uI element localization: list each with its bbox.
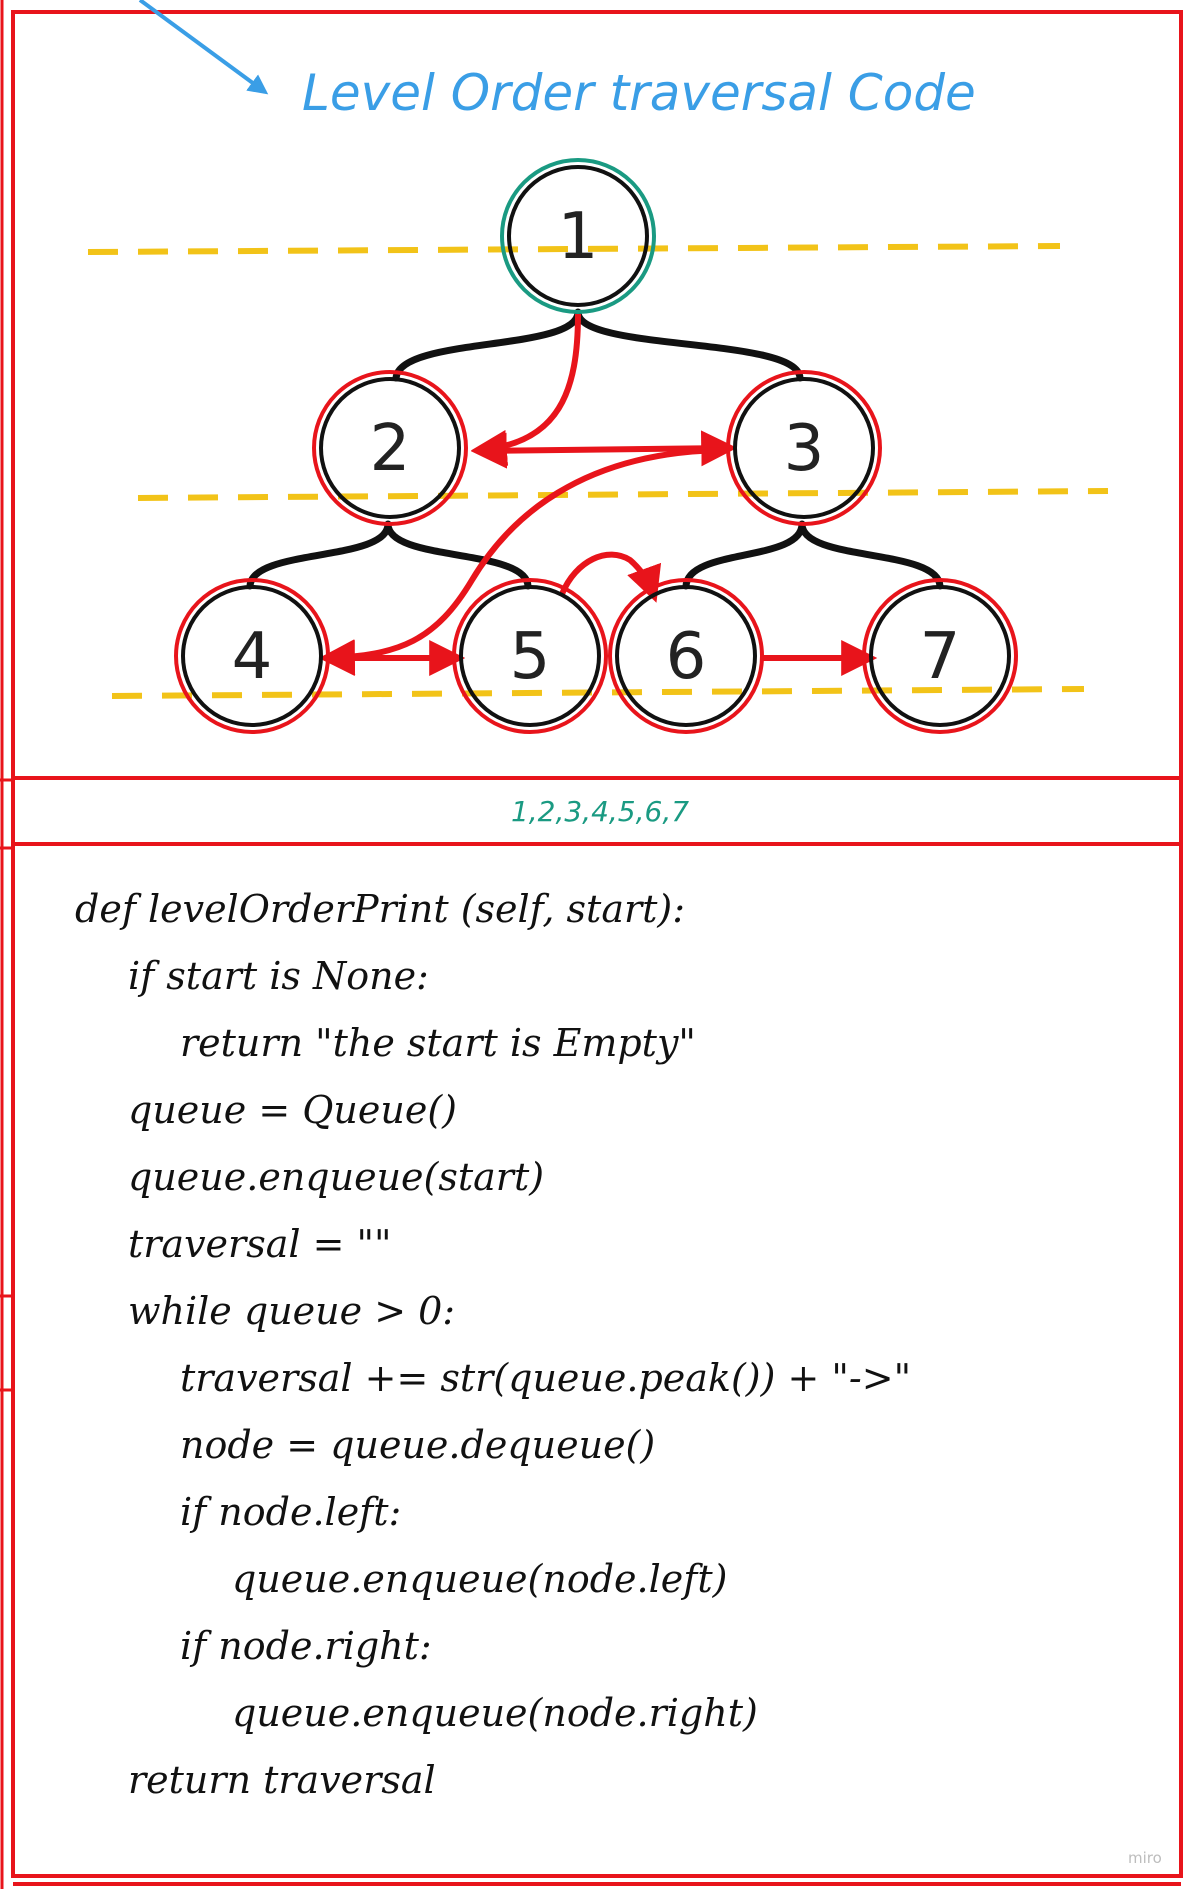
node-7-circle (869, 585, 1011, 727)
level-line-1 (87, 243, 1061, 255)
level-lines (87, 243, 1109, 699)
code-line: traversal = "" (128, 1222, 391, 1266)
node-4-label: 4 (232, 620, 273, 694)
node-4-circle (181, 585, 323, 727)
traversal-arrows (318, 313, 878, 676)
node-1-outer-ring (500, 158, 656, 314)
node-2-circle (319, 377, 461, 519)
edge-node2-children (246, 520, 532, 590)
node-5-label: 5 (510, 620, 551, 694)
code-line: return "the start is Empty" (180, 1021, 696, 1065)
code-line: queue = Queue() (128, 1088, 457, 1132)
code-frame (11, 842, 1183, 1878)
tree-node-6: 6 (608, 578, 764, 734)
node-5-outer-ring (452, 578, 608, 734)
code-line: queue.enqueue(start) (128, 1155, 544, 1199)
node-6-outer-ring (608, 578, 764, 734)
tree-node-4: 4 (174, 578, 330, 734)
node-7-label: 7 (920, 620, 961, 694)
code-line: queue.enqueue(node.right) (232, 1691, 758, 1735)
arrow-1-to-2 (470, 313, 581, 466)
code-line: queue.enqueue(node.left) (232, 1557, 727, 1601)
tree-nodes: 1 2 3 4 5 (174, 158, 1018, 734)
tree-node-1: 1 (500, 158, 656, 314)
node-5-circle (459, 585, 601, 727)
pointer-arrow (138, 0, 269, 95)
level-line-2 (137, 488, 1109, 501)
tree-node-2: 2 (312, 370, 468, 526)
code-line: if node.right: (180, 1624, 432, 1668)
code-line: return traversal (128, 1758, 436, 1802)
level-line-3 (111, 686, 1085, 699)
miro-watermark: miro (1128, 1849, 1162, 1867)
edge-root-children (392, 308, 804, 382)
node-6-label: 6 (666, 620, 707, 694)
tree-node-7: 7 (862, 578, 1018, 734)
code-line: node = queue.dequeue() (180, 1423, 655, 1467)
arrow-2-to-3 (470, 430, 738, 469)
tree-node-3: 3 (726, 370, 882, 526)
tree-edges (246, 308, 944, 590)
code-block: def levelOrderPrint (self, start): if st… (75, 887, 911, 1802)
node-1-circle (507, 165, 649, 307)
traversal-order-text: 1,2,3,4,5,6,7 (511, 795, 689, 828)
node-3-circle (733, 377, 875, 519)
node-6-circle (615, 585, 757, 727)
node-7-outer-ring (862, 578, 1018, 734)
node-4-outer-ring (174, 578, 330, 734)
diagram-title: Level Order traversal Code (302, 64, 976, 122)
node-1-label: 1 (558, 200, 599, 274)
node-3-label: 3 (784, 412, 825, 486)
code-line: traversal += str(queue.peak()) + "->" (180, 1356, 911, 1400)
arrow-5-to-6 (559, 551, 662, 603)
code-line: while queue > 0: (128, 1289, 455, 1333)
code-line: def levelOrderPrint (self, start): (75, 887, 685, 931)
edge-node3-children (682, 520, 944, 590)
node-2-label: 2 (370, 412, 411, 486)
node-2-outer-ring (312, 370, 468, 526)
tree-node-5: 5 (452, 578, 608, 734)
code-line: if node.left: (180, 1490, 401, 1534)
code-line: if start is None: (128, 954, 429, 998)
node-3-outer-ring (726, 370, 882, 526)
